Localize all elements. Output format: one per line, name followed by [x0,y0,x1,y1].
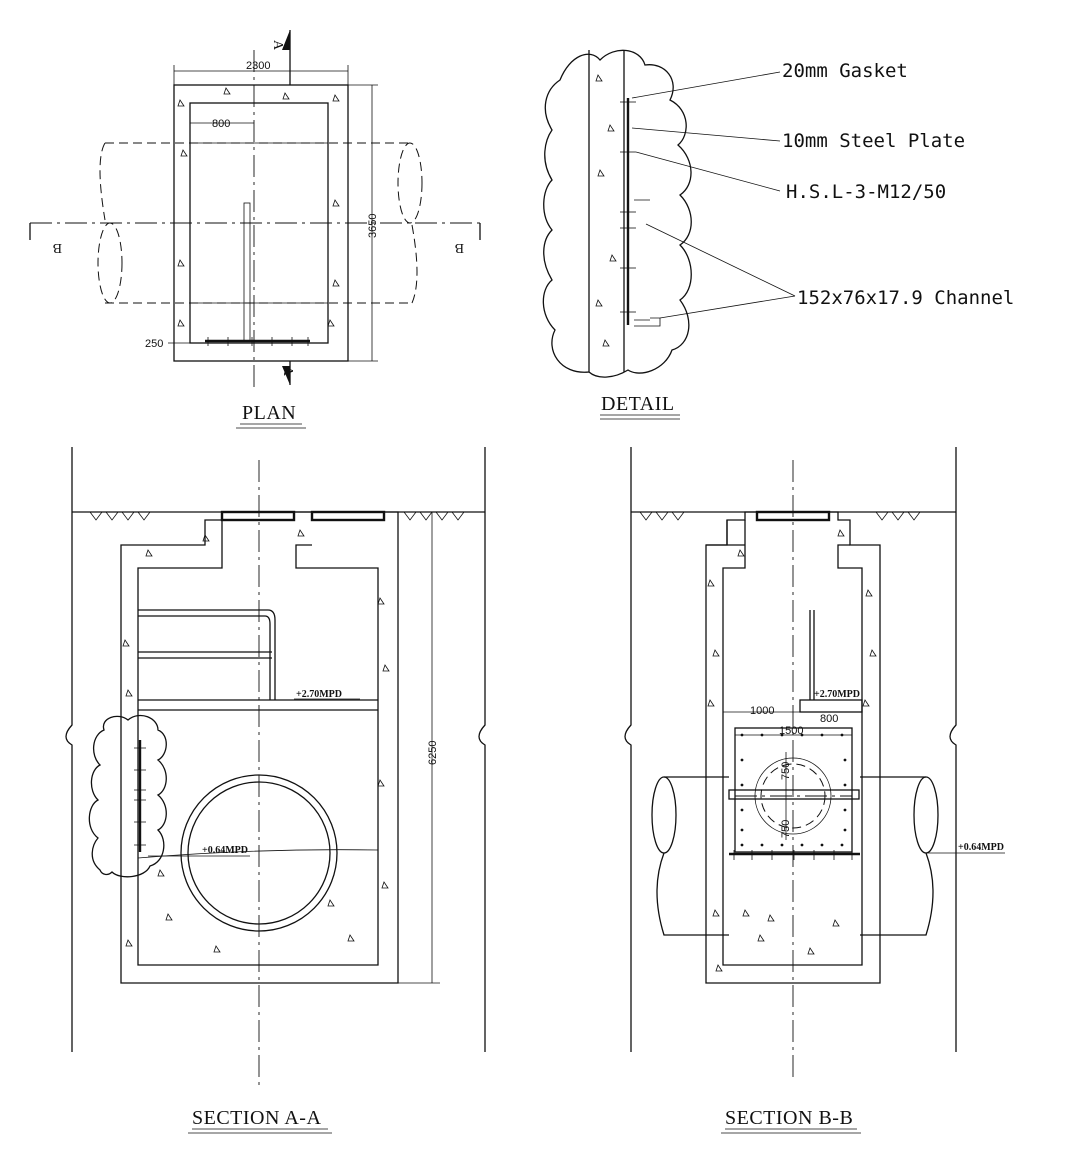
chamber-bb-inner [722,520,863,966]
plan-view: A A B B 2300 800 3650 250 PLAN [29,30,481,429]
level-bb-invert: +0.64MPD [958,842,1004,853]
pipe-bb-end-left [651,776,677,854]
plan-pipe-end-right [397,142,423,224]
callout-channel: 152x76x17.9 Channel [797,287,1014,309]
section-aa-view: 6250 +2.70MPD +0.64MPD SECTION A-A [65,447,486,1134]
level-bb-top: +2.70MPD [814,689,860,700]
section-aa-title: SECTION A-A [192,1107,321,1129]
detail-break-cloud [542,49,692,378]
pipe-bb-end-right [913,776,939,854]
dim-bb-750-upper: 750 [780,762,792,780]
dim-plan-width: 2300 [246,60,270,72]
level-aa-top: +2.70MPD [296,689,342,700]
section-bb-view: 1000 800 1500 750 750 +2.70MPD +0.64MPD … [624,447,1005,1134]
callout-anchor: H.S.L-3-M12/50 [786,181,946,203]
dim-bb-1000: 1000 [750,705,774,717]
plan-ladder [243,202,251,342]
cover-frame-aa-right [310,510,386,522]
detail-callout-cloud [88,714,167,878]
dim-bb-1500: 1500 [779,725,803,737]
plan-title: PLAN [242,402,296,424]
chamber-aa-outer [120,511,399,984]
dim-bb-750-lower: 750 [780,820,792,838]
dim-plan-wall: 250 [145,338,163,350]
plan-pipe-end-left [97,222,123,304]
section-marker-a-top: A [270,40,285,51]
section-bb-title: SECTION B-B [725,1107,853,1129]
detail-view: 20mm Gasket 10mm Steel Plate H.S.L-3-M12… [542,49,1014,420]
plan-pipe-outline [105,142,412,304]
chamber-aa-inner [137,520,379,966]
dim-depth-aa: 6250 [427,741,439,765]
dim-bb-800: 800 [820,713,838,725]
dim-plan-offset: 800 [212,118,230,130]
section-marker-b-left: B [53,240,62,255]
detail-title: DETAIL [601,393,675,415]
dim-plan-height: 3650 [367,214,379,238]
section-marker-b-right: B [455,240,464,255]
cover-frame-aa-left [220,510,296,522]
callout-gasket: 20mm Gasket [782,60,908,82]
callout-steel-plate: 10mm Steel Plate [782,130,965,152]
section-marker-a-bottom: A [280,366,295,377]
level-aa-invert: +0.64MPD [202,845,248,856]
